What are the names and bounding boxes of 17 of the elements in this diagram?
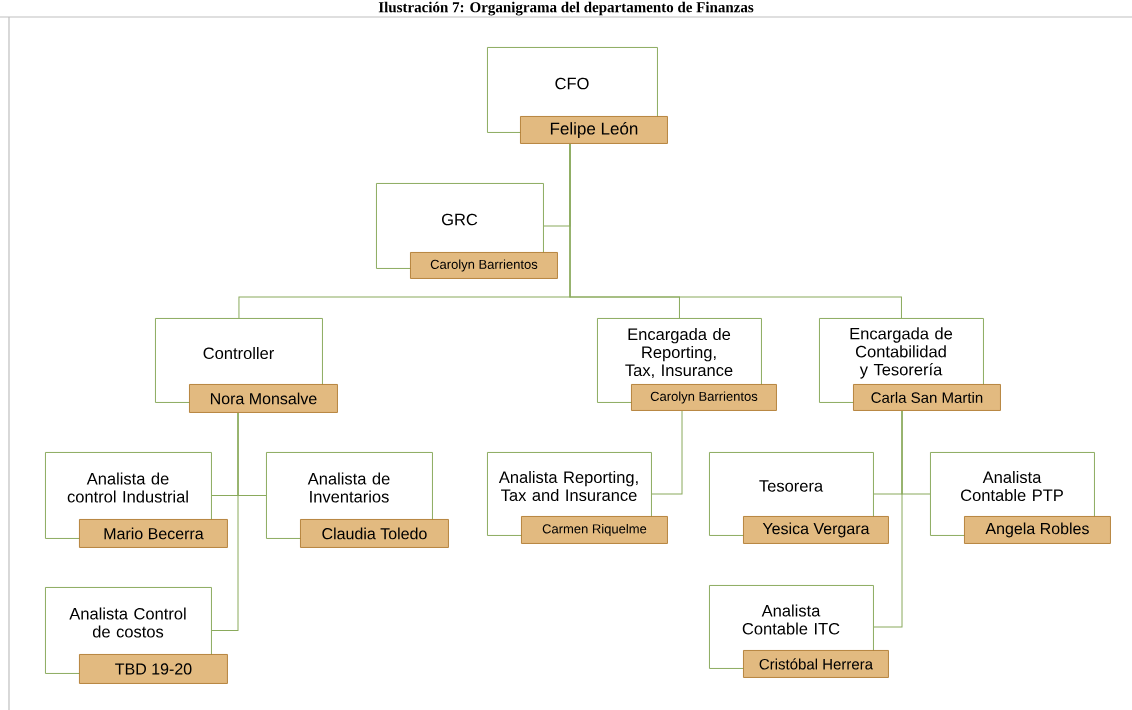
position-box: Analista Reporting, Tax and Insurance Carmen Riquelme: [487, 452, 668, 544]
connector-line: [569, 143, 902, 319]
position-box: Analista Contable ITC Cristóbal Herrera: [709, 585, 889, 678]
position-box: Tesorera Yesica Vergara: [709, 452, 889, 544]
position-box: Analista Control de costos TBD 19-20: [45, 587, 228, 684]
connector-line: [651, 410, 683, 495]
connector-line: [873, 410, 903, 628]
position-box: Encargada de Reporting, Tax, Insurance Carolyn Barrientos: [597, 318, 777, 411]
position-box: Encargada de Contabilidad y Tesorería Carla San Martin: [819, 318, 1001, 411]
position-box: Analista Contable PTP Angela Robles: [930, 452, 1111, 544]
position-box: GRC Carolyn Barrientos: [376, 183, 558, 279]
position-box: Analista de Inventarios Claudia Toledo: [266, 452, 449, 548]
position-box: Controller Nora Monsalve: [155, 318, 338, 413]
position-box: Analista de control Industrial Mario Becerra: [45, 452, 228, 548]
title: Ilustración 7: Organigrama del departamento de Finanzas: [378, 1, 754, 16]
connector-line: [211, 412, 239, 631]
position-box: CFO Felipe León: [487, 47, 668, 144]
